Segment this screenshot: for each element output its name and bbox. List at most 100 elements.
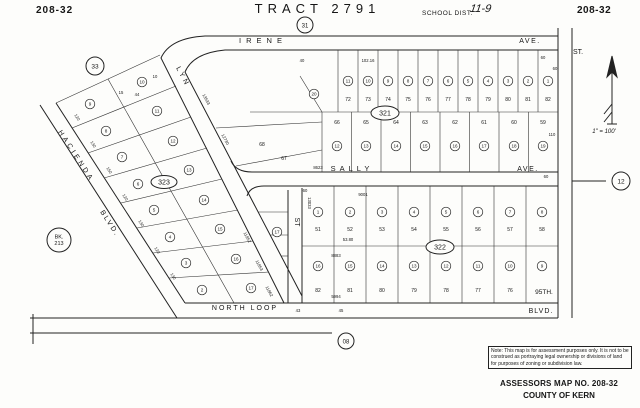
lot-line — [152, 240, 254, 254]
parcel-circle — [344, 206, 356, 218]
parcel-number: 20 — [311, 92, 317, 97]
parcel-number: 10 — [507, 264, 513, 269]
sally-ave-north-line — [230, 160, 558, 173]
lot-line — [168, 271, 270, 279]
tract-lot-number: 54 — [411, 227, 417, 233]
street-label-95th-st: ST. — [573, 49, 583, 56]
dimension-label: 130 — [89, 140, 97, 149]
block-number: 322 — [434, 244, 446, 251]
tract-lot-number: 73 — [365, 97, 371, 103]
dimension-label: 53.80 — [343, 237, 354, 242]
lot-line — [136, 209, 239, 229]
street-label-st: ST — [293, 218, 300, 228]
parcel-number: 2 — [349, 210, 352, 215]
parcel-number: 12 — [334, 144, 340, 149]
tract-lot-number: 72 — [345, 97, 351, 103]
tract-lot-number: 81 — [347, 288, 353, 294]
parcel-circle — [116, 151, 128, 163]
parcel-number: 10 — [139, 80, 145, 85]
block-number-oval — [425, 239, 455, 255]
parcel-number: 6 — [447, 79, 450, 84]
parcel-circle — [312, 260, 324, 272]
school-district-value: 11-9 — [469, 3, 493, 15]
parcel-circle — [164, 231, 176, 243]
tract-title: TRACT 2791 — [254, 1, 381, 16]
lot-line — [120, 178, 223, 204]
tract-lot-number: 79 — [485, 97, 491, 103]
parcel-circle — [100, 125, 112, 137]
page-ref-12 — [611, 171, 631, 191]
parcel-circle — [390, 140, 402, 152]
tract-lot-number: 51 — [315, 227, 321, 233]
dimension-label: 150 — [105, 166, 113, 175]
dimension-label: 9001 — [358, 192, 368, 197]
parcel-number: 1 — [317, 210, 320, 215]
parcel-circle — [462, 75, 474, 87]
tract-lot-number: 81 — [525, 97, 531, 103]
page-ref-33 — [85, 56, 105, 76]
tract-lot-number: 77 — [475, 288, 481, 294]
tract-lot-number: 59 — [540, 120, 546, 126]
parcel-number: 15 — [422, 144, 428, 149]
parcel-circle — [422, 75, 434, 87]
parcel-number: 18 — [511, 144, 517, 149]
north-arrow — [603, 55, 618, 125]
parcel-circle — [151, 105, 163, 117]
parcel-circle — [84, 98, 96, 110]
parcel-circle — [522, 75, 534, 87]
parcel-circle — [536, 260, 548, 272]
street-label-sally: SALLY — [331, 164, 374, 173]
parcel-circle — [214, 223, 226, 235]
parcel-circle — [542, 75, 554, 87]
parcel-number: 6 — [477, 210, 480, 215]
irene-ave-north-line — [160, 35, 558, 304]
parcel-circle — [167, 135, 179, 147]
hacienda-east-line — [55, 102, 186, 304]
parcel-number: 17 — [274, 230, 280, 235]
assessment-note: Note: This map is for assessment purpose… — [488, 346, 632, 369]
parcel-number: 3 — [381, 210, 384, 215]
dimension-label: 102.16 — [362, 58, 375, 63]
irene-ave-south-line — [184, 49, 558, 297]
parcel-circle — [198, 194, 210, 206]
parcel-circle — [331, 140, 343, 152]
book-ref-213-label: BK.213 — [54, 235, 63, 248]
parcel-number: 17 — [481, 144, 487, 149]
dimension-label: 44 — [135, 92, 140, 97]
parcel-number: 7 — [509, 210, 512, 215]
parcel-number: 8 — [541, 210, 544, 215]
parcel-number: 15 — [217, 227, 223, 232]
parcel-circle — [376, 260, 388, 272]
parcel-circle — [502, 75, 514, 87]
parcel-circle — [312, 206, 324, 218]
tract-lot-number: 82 — [315, 288, 321, 294]
tract-lot-number: 63 — [422, 120, 428, 126]
parcel-circle — [132, 178, 144, 190]
parcel-number: 2 — [527, 79, 530, 84]
tract-lot-number: 61 — [481, 120, 487, 126]
dimension-label: 130 — [137, 219, 145, 228]
parcel-number: 19 — [540, 144, 546, 149]
page-ref-08 — [337, 332, 355, 350]
parcel-number: 1 — [547, 79, 550, 84]
street-label-irene-ave: AVE. — [519, 38, 540, 45]
tract-lot-number: 62 — [452, 120, 458, 126]
parcel-number: 2 — [201, 288, 204, 293]
tract-lot-number: 52 — [347, 227, 353, 233]
street-label-95th: 95TH. — [535, 289, 553, 296]
parcel-circle — [362, 75, 374, 87]
dimension-label: 60 — [544, 174, 549, 179]
tract-lot-number: 67 — [281, 156, 287, 162]
tract-lot-number: 56 — [475, 227, 481, 233]
parcel-number: 11 — [346, 79, 351, 84]
tract-lot-number: 79 — [411, 288, 417, 294]
parcel-number: 13 — [363, 144, 369, 149]
page-ref-12-label: 12 — [617, 178, 625, 185]
lot-line — [107, 78, 235, 304]
scale-note: 1" = 100' — [592, 129, 616, 135]
parcel-number: 9 — [387, 79, 390, 84]
tract-lot-number: 64 — [393, 120, 399, 126]
dimension-label: 11862 — [264, 285, 274, 298]
block-number: 321 — [379, 110, 391, 117]
assessors-map-number: ASSESSORS MAP NO. 208-32 — [499, 379, 619, 388]
